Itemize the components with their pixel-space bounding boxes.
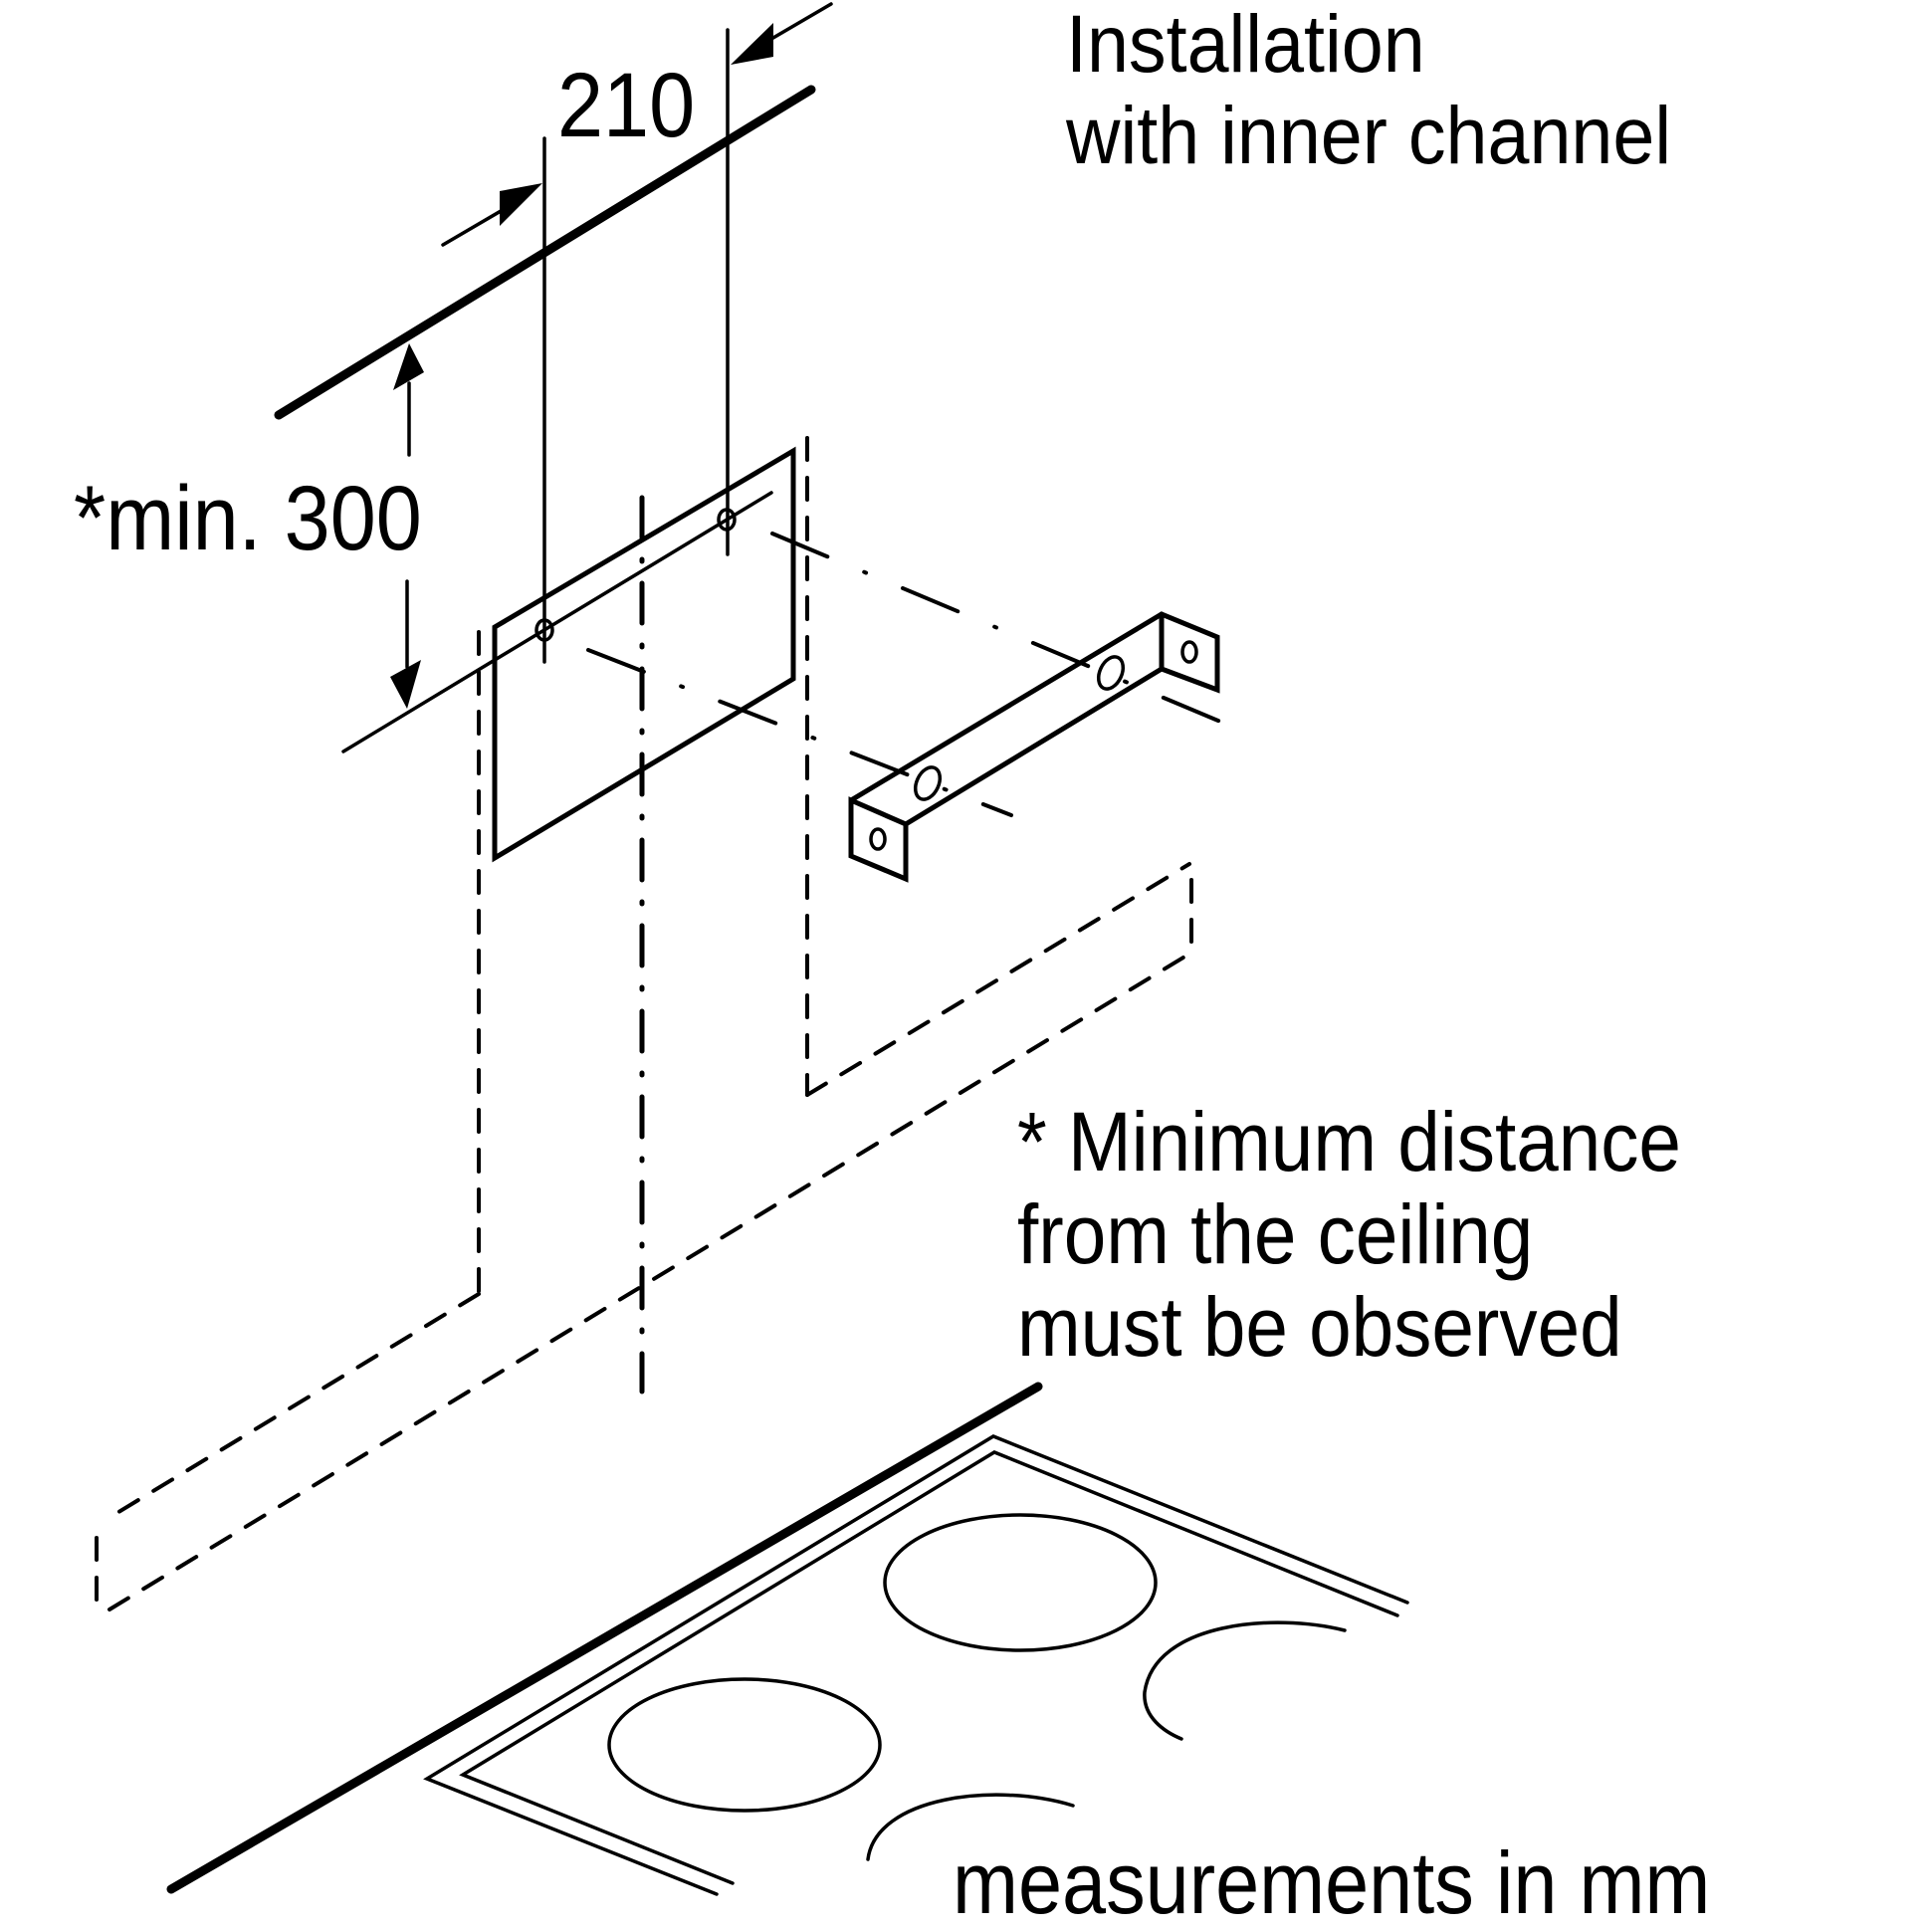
cooking-zone-back-right [1143, 1620, 1347, 1741]
mounting-reference-line [341, 491, 773, 753]
hood-left-diagonal [104, 1292, 481, 1522]
hob [166, 1382, 1409, 1896]
note-line-1: * Minimum distance [1017, 1095, 1681, 1188]
hood-outline [95, 436, 1193, 1611]
bracket-top-edge [848, 611, 1220, 803]
min-distance-label: *min. 300 [74, 468, 422, 569]
hood-right-diagonal [805, 862, 1191, 1097]
width-dimension [441, 2, 833, 664]
arrowhead-left-icon [500, 183, 542, 226]
hob-outer-rim [423, 1434, 1409, 1896]
hob-inner-rim [459, 1450, 1399, 1885]
arrowhead-right-icon [731, 23, 773, 65]
dimension-arrow-left-tail [441, 205, 510, 247]
title-line-1: Installation [1066, 0, 1425, 90]
width-dimension-label: 210 [557, 55, 696, 156]
arrowhead-up-icon [393, 343, 424, 390]
note-line-2: from the ceiling [1017, 1187, 1534, 1281]
bracket-left-end [848, 796, 909, 883]
construction-line-upper [770, 532, 1227, 726]
units-note: measurements in mm [953, 1833, 1711, 1932]
cooking-zone-front-right [866, 1793, 1075, 1861]
dimension-arrow-right-tail [764, 2, 833, 44]
cooking-zone-back-left [883, 1513, 1158, 1652]
min-distance-note: * Minimum distance from the ceiling must… [1017, 1100, 1681, 1378]
plate-hole-right [717, 508, 737, 532]
plate-hole-left [534, 618, 554, 642]
cooking-zone-front-left [607, 1677, 882, 1813]
bracket-hole-top-right [1096, 655, 1126, 691]
min-distance-dimension [341, 343, 773, 753]
diagram-title: Installation with inner channel [1066, 4, 1671, 187]
worktop-edge [166, 1382, 1043, 1894]
title-line-2: with inner channel [1066, 91, 1672, 181]
mounting-plate [492, 446, 796, 863]
plate-outline [492, 446, 796, 863]
mounting-bracket [848, 611, 1220, 883]
arrowhead-down-icon [390, 660, 421, 709]
bracket-hole-left-end [869, 827, 887, 851]
bracket-front-edge [903, 666, 1165, 827]
construction-line-lower [586, 648, 1013, 817]
bracket-hole-right-end [1180, 640, 1198, 664]
hood-bottom-front-edge [107, 951, 1193, 1611]
note-line-3: must be observed [1017, 1280, 1622, 1374]
bracket-hole-top-left [913, 765, 943, 801]
